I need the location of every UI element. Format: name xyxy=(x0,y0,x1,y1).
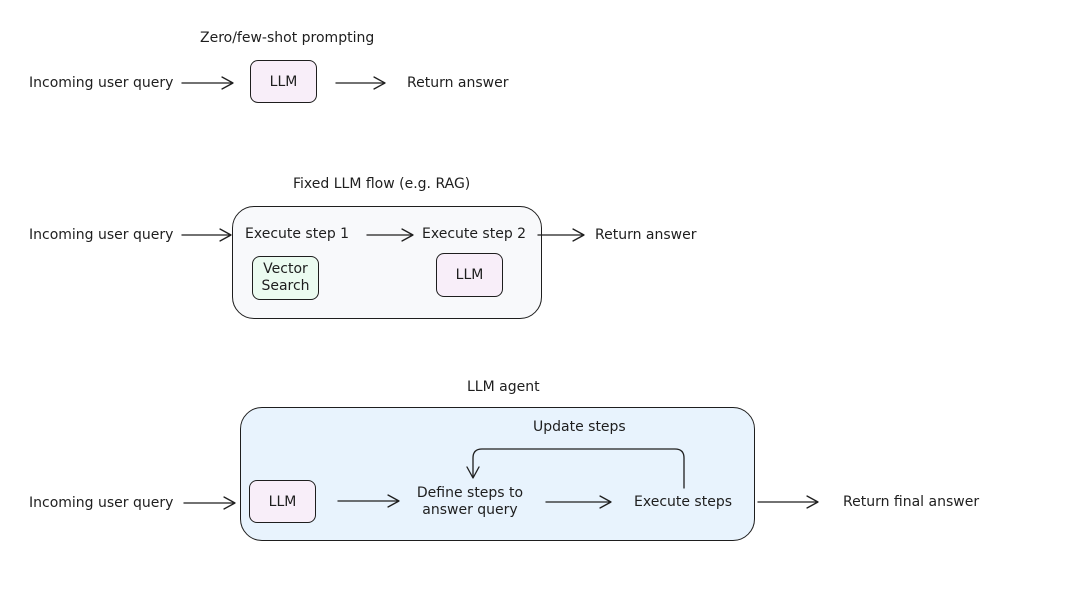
section1-input-label: Incoming user query xyxy=(29,75,174,91)
section1-llm-label: LLM xyxy=(269,73,298,90)
section3-llm-box: LLM xyxy=(249,480,316,523)
arrow-s2-input-to-flow xyxy=(181,228,232,242)
arrow-s2-step1-to-step2 xyxy=(366,228,414,242)
section3-output-label: Return final answer xyxy=(843,494,980,510)
arrow-s3-execute-to-output xyxy=(757,495,819,509)
section1-llm-box: LLM xyxy=(250,60,317,103)
section2-llm-label: LLM xyxy=(455,267,484,283)
section1-output-label: Return answer xyxy=(407,75,509,91)
section3-input-label: Incoming user query xyxy=(29,495,174,511)
arrow-s1-input-to-llm xyxy=(181,76,234,90)
section2-step1-label: Execute step 1 xyxy=(245,226,350,242)
section2-output-label: Return answer xyxy=(595,227,697,243)
section2-title: Fixed LLM flow (e.g. RAG) xyxy=(293,176,471,192)
section2-llm-box: LLM xyxy=(436,253,503,297)
arrow-s3-llm-to-define xyxy=(337,494,400,508)
section3-define-steps-label: Define steps to answer query xyxy=(416,485,524,518)
section3-agent-container xyxy=(240,407,755,541)
section1-title: Zero/few-shot prompting xyxy=(200,30,375,46)
section3-execute-steps-label: Execute steps xyxy=(634,494,733,510)
arrow-s1-llm-to-output xyxy=(335,76,386,90)
section2-vector-search-label: Vector Search xyxy=(261,260,310,295)
section3-title: LLM agent xyxy=(467,379,540,395)
section2-vector-search-box: Vector Search xyxy=(252,256,319,300)
arrow-s3-define-to-execute xyxy=(545,495,612,509)
section2-step2-label: Execute step 2 xyxy=(422,226,527,242)
section3-llm-label: LLM xyxy=(268,493,297,510)
section2-input-label: Incoming user query xyxy=(29,227,174,243)
arrow-s2-step2-to-output xyxy=(537,228,585,242)
arrow-s3-update-loop xyxy=(466,448,685,489)
section3-update-steps-label: Update steps xyxy=(533,419,626,435)
arrow-s3-input-to-llm xyxy=(183,496,236,510)
